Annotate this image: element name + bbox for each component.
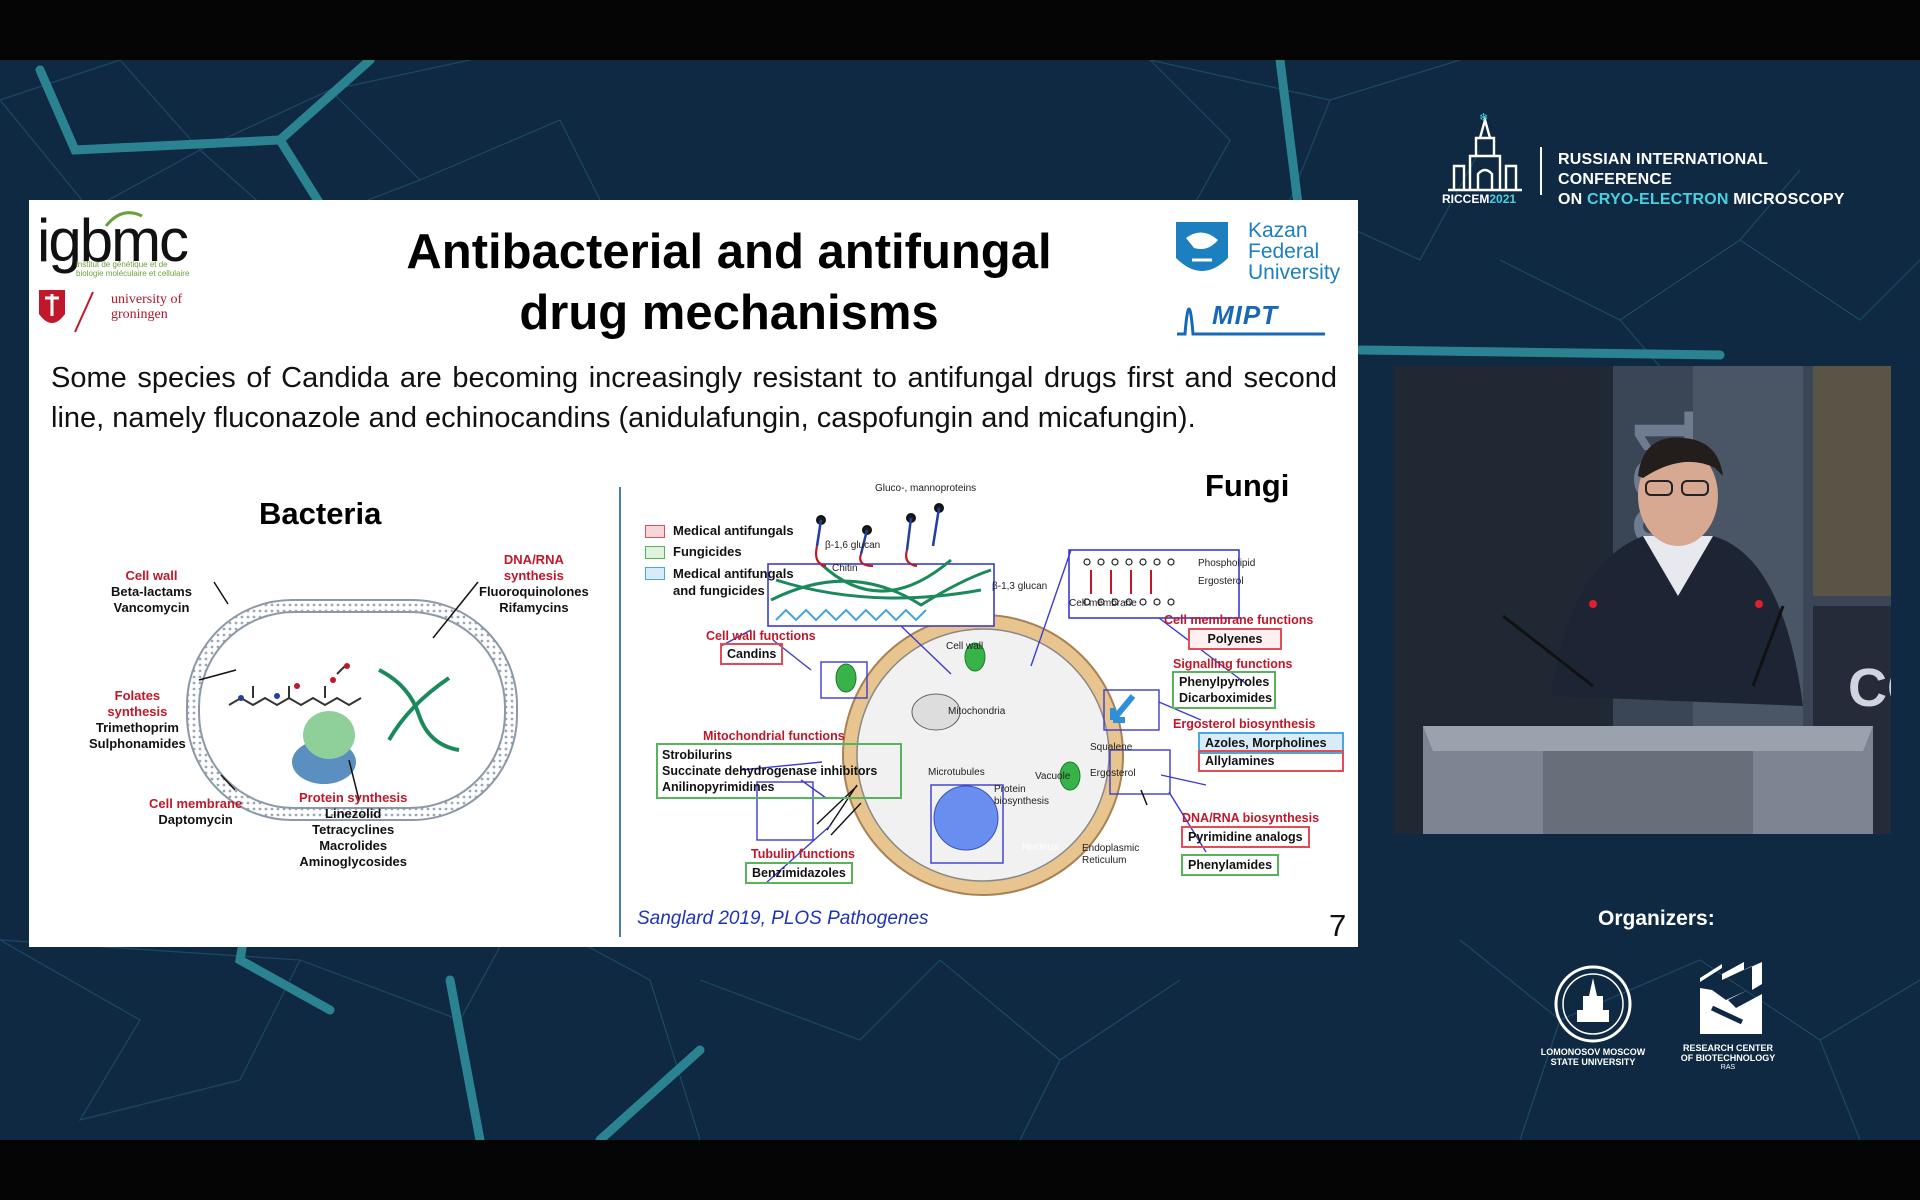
conference-title-line2: ON CRYO-ELECTRON MICROSCOPY — [1558, 191, 1845, 208]
mitochondria-small-label: Mitochondria — [948, 706, 1006, 717]
slide-page-number: 7 — [1329, 908, 1347, 943]
fungi-heading: Fungi — [1205, 468, 1290, 503]
speaker-scene: 2021 CO — [1393, 366, 1891, 834]
squalene-small-label: Squalene — [1090, 742, 1133, 753]
cell-wall-small-label: Cell wall — [946, 641, 984, 652]
dna-rna-biosynthesis-label: DNA/RNA biosynthesis — [1182, 811, 1320, 825]
mitochondrial-functions-label: Mitochondrial functions — [703, 729, 845, 743]
gluco-label: Gluco-, mannoproteins — [875, 483, 977, 494]
bacteria-membrane-label: Cell membrane Daptomycin — [149, 796, 243, 827]
phenylamides-box: Phenylamides — [1181, 854, 1280, 876]
riccem-wordmark: RICCEM2021 — [1442, 192, 1517, 206]
biotech-center-label: RESEARCH CENTER OF BIOTECHNOLOGY RAS — [1680, 1043, 1776, 1071]
tubulin-functions-label: Tubulin functions — [751, 847, 855, 861]
ribosome-icon — [292, 711, 356, 784]
slide-title-line1: Antibacterial and antifungal — [406, 225, 1052, 279]
ergosterol-small-label: Ergosterol — [1090, 768, 1136, 779]
riccem-tower-logo: ❄ — [1448, 112, 1522, 192]
bacteria-cell-wall-label: Cell wall Beta-lactams Vancomycin — [111, 568, 192, 615]
conference-title: RUSSIAN INTERNATIONAL CONFERENCE ON CRYO… — [1558, 150, 1880, 210]
cell-membrane-small-label: Cell membrane — [1069, 598, 1137, 609]
mitochondrial-drugs-box: Strobilurins Succinate dehydrogenase inh… — [656, 743, 902, 799]
speaker-video: 2021 CO — [1393, 366, 1891, 834]
bacteria-dna-label: DNA/RNA synthesis Fluoroquinolones Rifam… — [479, 552, 589, 615]
b13-glucan-label: β-1,3 glucan — [992, 581, 1048, 592]
signal-arrow-icon — [1110, 694, 1136, 723]
slide-paragraph: Some species of Candida are becoming inc… — [51, 362, 1337, 434]
organizers-title: Organizers: — [1598, 907, 1715, 930]
bacteria-heading: Bacteria — [259, 496, 382, 531]
signalling-drugs-box: Phenylpyrroles Dicarboximides — [1172, 671, 1276, 709]
candins-box: Candins — [720, 643, 784, 665]
fungi-legend: Medical antifungals Fungicides Medical a… — [645, 523, 794, 599]
folate-molecule-icon — [228, 663, 362, 707]
cell-membrane-functions-label: Cell membrane functions — [1164, 613, 1314, 627]
igbmc-swoosh-icon — [104, 211, 143, 227]
svg-text:CO: CO — [1848, 658, 1891, 718]
nucleus-small-label: Nucleus — [1022, 842, 1059, 853]
benzimidazoles-box: Benzimidazoles — [745, 862, 853, 884]
letterbox-bottom — [0, 1140, 1920, 1200]
slide-title: Antibacterial and antifungal drug mechan… — [329, 222, 1129, 344]
biotech-center-logo-icon — [1700, 962, 1762, 1034]
er-small-label: Endoplasmic Reticulum — [1082, 843, 1140, 866]
ergosterol-biosynthesis-label: Ergosterol biosynthesis — [1173, 717, 1316, 731]
mitochondria-icon — [835, 642, 1081, 791]
mipt-logo-text: MIPT — [1212, 300, 1279, 330]
vacuole-shape — [911, 693, 961, 731]
b16-glucan-label: β-1,6 glucan — [825, 540, 881, 551]
chitin-label: Chitin — [832, 563, 858, 574]
msu-logo-icon — [1554, 965, 1632, 1043]
pyrimidine-analogs-box: Pyrimidine analogs — [1181, 826, 1310, 848]
groningen-logo-text: university of groningen — [111, 292, 183, 322]
allylamines-box: Allylamines — [1198, 750, 1344, 772]
mipt-wave-icon — [1177, 307, 1325, 336]
nucleus-shape — [933, 785, 999, 851]
msu-label: LOMONOSOV MOSCOW STATE UNIVERSITY — [1540, 1047, 1646, 1067]
svg-text:❄: ❄ — [1479, 112, 1488, 124]
azoles-box: Azoles, Morpholines — [1198, 732, 1344, 754]
letterbox-top — [0, 0, 1920, 60]
conference-title-line1: RUSSIAN INTERNATIONAL CONFERENCE — [1558, 151, 1768, 188]
polyenes-box: Polyenes — [1188, 628, 1282, 650]
dna-helix-icon — [378, 668, 460, 752]
groningen-shield-icon — [39, 290, 94, 333]
legend-fungicides: Fungicides — [645, 544, 794, 562]
protein-biosynthesis-label: Protein biosynthesis — [994, 784, 1050, 807]
bacteria-cell-diagram — [186, 581, 518, 821]
cell-wall-functions-label: Cell wall functions — [706, 629, 816, 643]
slide-title-line2: drug mechanisms — [519, 286, 939, 340]
fungal-cell-diagram — [720, 503, 1250, 896]
igbmc-subtitle: institut de génétique et de biologie mol… — [76, 260, 190, 278]
conference-stage: ❄ RUSSIAN INTERNATIONAL CONFERENCE ON CR… — [0, 60, 1920, 1140]
bacteria-folates-label: Folates synthesis Trimethoprim Sulphonam… — [89, 688, 186, 751]
phospholipid-label: Phospholipid — [1198, 558, 1256, 569]
signalling-functions-label: Signalling functions — [1173, 657, 1293, 671]
legend-medical-antifungals: Medical antifungals — [645, 523, 794, 541]
conference-branding: ❄ RUSSIAN INTERNATIONAL CONFERENCE ON CR… — [1440, 112, 1880, 212]
kfu-logo-text: Kazan Federal University — [1248, 219, 1341, 284]
ergosterol-membrane-label: Ergosterol — [1198, 576, 1244, 587]
presentation-slide: igbmc institut de génétique et de biolog… — [29, 200, 1358, 947]
microtubules-small-label: Microtubules — [928, 767, 985, 778]
panel-divider — [619, 487, 621, 937]
legend-both: Medical antifungals and fungicides — [645, 565, 794, 599]
bacteria-protein-label: Protein synthesis Linezolid Tetracycline… — [299, 790, 408, 869]
slide-citation: Sanglard 2019, PLOS Pathogenes — [637, 908, 929, 929]
vacuole-small-label: Vacuole — [1035, 771, 1071, 782]
kfu-shield-icon — [1176, 222, 1228, 271]
